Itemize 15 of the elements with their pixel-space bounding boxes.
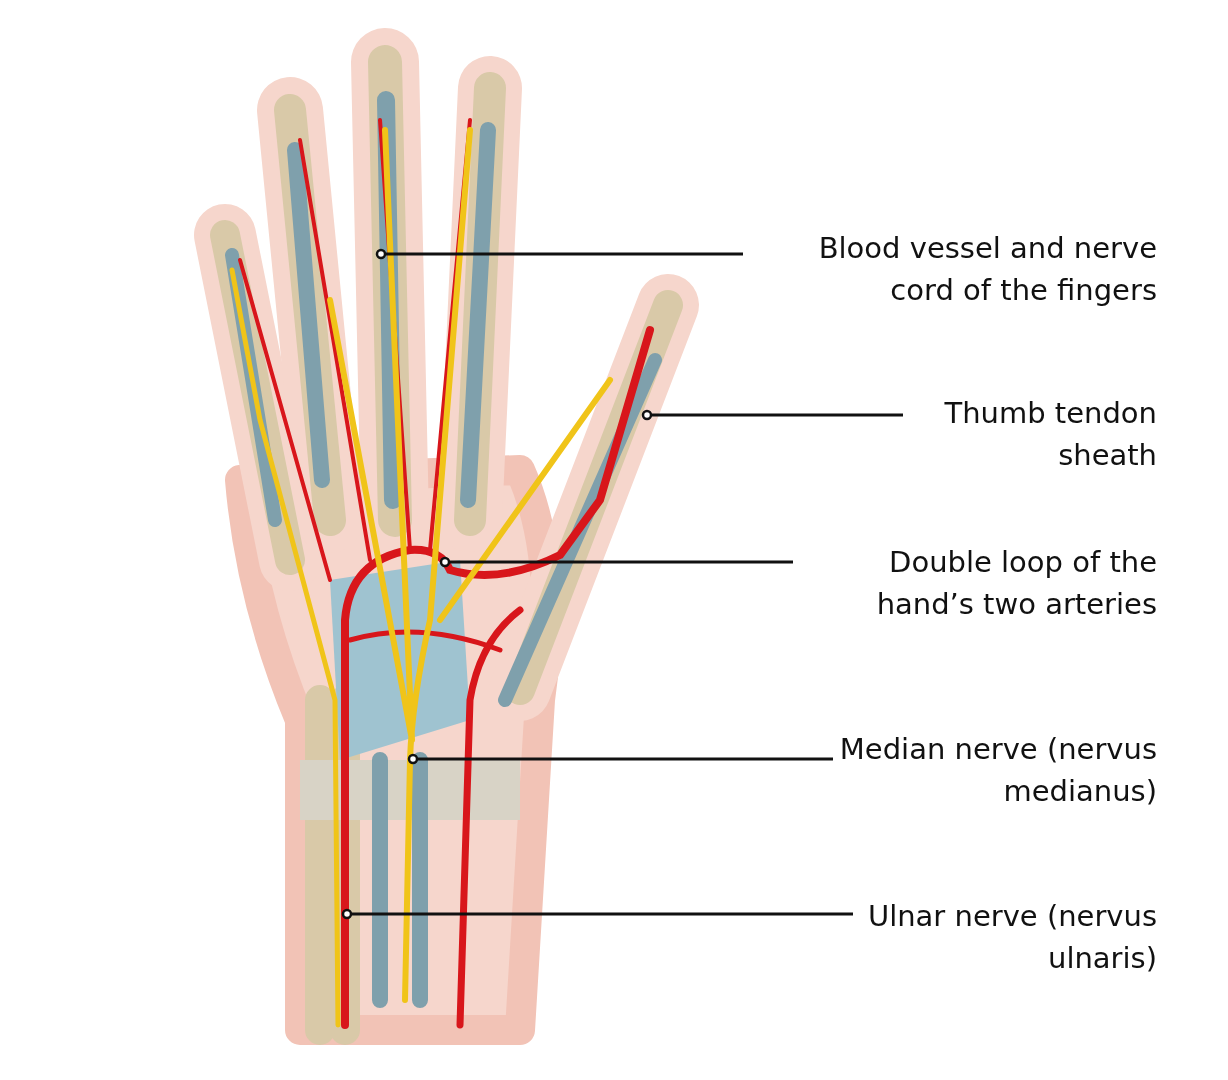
leader-dot	[341, 908, 353, 920]
leader-dot	[407, 753, 419, 765]
leader-dot	[439, 556, 451, 568]
leader-line	[652, 413, 903, 417]
leader-dot	[375, 248, 387, 260]
leader-line	[386, 252, 743, 256]
callout-label: Blood vessel and nerve cord of the fingers	[747, 227, 1157, 311]
callout-label: Median nerve (nervus medianus)	[837, 728, 1157, 812]
leader-line	[450, 560, 793, 564]
leader-dot	[641, 409, 653, 421]
leader-line	[352, 912, 853, 916]
callout-label: Double loop of the hand’s two arteries	[797, 541, 1157, 625]
callout-label: Ulnar nerve (nervus ulnaris)	[857, 895, 1157, 979]
callout-label: Thumb tendon sheath	[907, 392, 1157, 476]
leader-line	[418, 757, 833, 761]
